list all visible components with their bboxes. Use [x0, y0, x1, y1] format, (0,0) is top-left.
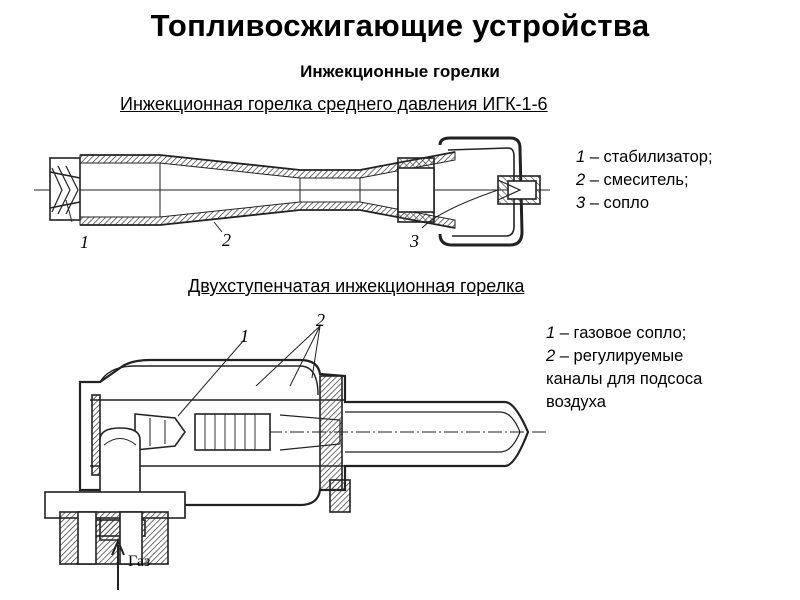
legend-item: 1 – стабилизатор;	[576, 148, 713, 166]
legend-item: 2 – регулируемые	[546, 347, 684, 365]
page-title: Топливосжигающие устройства	[150, 8, 650, 43]
callout-1: 1	[80, 232, 89, 252]
burner1-caption: Инжекционная горелка среднего давления И…	[120, 94, 548, 114]
burner2-caption: Двухступенчатая инжекционная горелка	[188, 276, 525, 296]
burner1-legend: 1 – стабилизатор; 2 – смеситель; 3 – соп…	[576, 146, 713, 215]
gas-label: Газ	[128, 553, 150, 570]
burner2-legend: 1 – газовое сопло; 2 – регулируемые кана…	[546, 322, 702, 414]
callout-1: 1	[240, 326, 249, 346]
callout-2: 2	[316, 310, 325, 330]
legend-item: 2 – смеситель;	[576, 171, 689, 189]
legend-item: каналы для подсоса	[546, 370, 703, 388]
legend-item: 3 – сопло	[576, 194, 650, 212]
callout-3: 3	[409, 231, 419, 251]
callout-2: 2	[222, 230, 231, 250]
page-subtitle: Инжекционные горелки	[300, 62, 500, 81]
legend-item: 1 – газовое сопло;	[546, 324, 687, 342]
legend-item: воздуха	[546, 393, 606, 411]
